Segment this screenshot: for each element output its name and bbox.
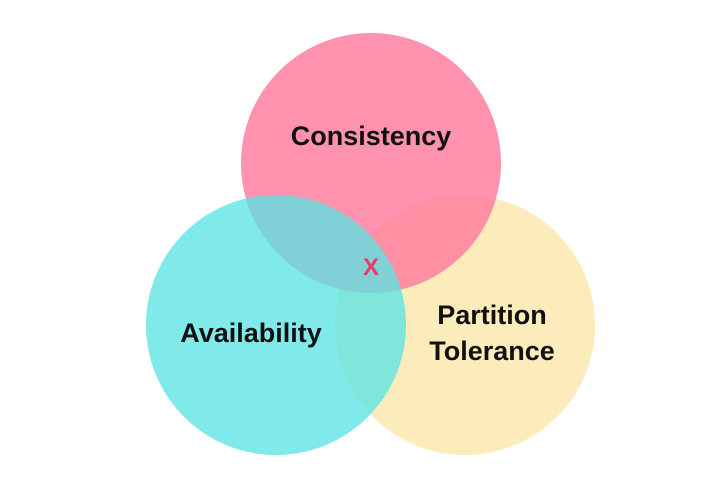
availability-circle [146, 195, 406, 455]
partition-label-line-1: Partition [437, 300, 547, 330]
intersection-x-mark: X [363, 254, 379, 281]
consistency-label: Consistency [291, 121, 452, 151]
partition-label-line-2: Tolerance [429, 336, 555, 366]
availability-label: Availability [180, 318, 322, 348]
